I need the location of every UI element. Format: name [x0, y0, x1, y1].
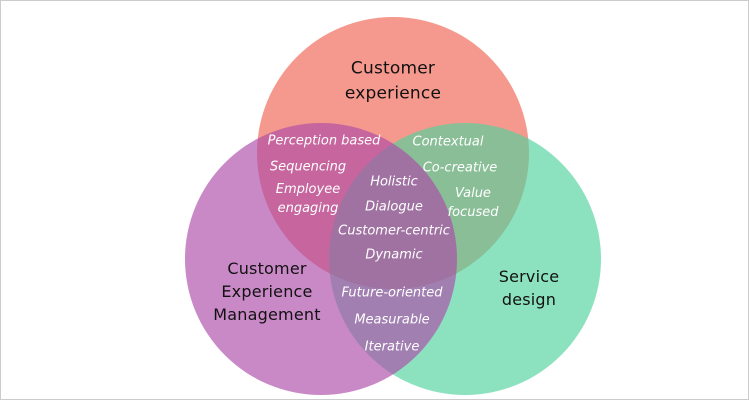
title-customer-experience-management: Customer Experience Management	[213, 259, 321, 325]
title-customer-experience: Customer experience	[344, 58, 442, 103]
item-perception-based: Perception based	[267, 133, 381, 149]
item-iterative: Iterative	[364, 339, 420, 355]
item-customer-centric: Customer-centric	[338, 223, 450, 239]
item-dialogue: Dialogue	[365, 199, 423, 215]
item-measurable: Measurable	[354, 312, 430, 328]
item-employee-engaging: Employee engaging	[275, 182, 341, 216]
item-value-focused: Value focused	[447, 186, 499, 220]
title-service-design: Service design	[498, 266, 560, 309]
item-future-oriented: Future-oriented	[341, 285, 443, 301]
item-co-creative: Co-creative	[422, 160, 498, 176]
item-holistic: Holistic	[370, 174, 418, 190]
item-contextual: Contextual	[412, 134, 484, 150]
item-dynamic: Dynamic	[365, 247, 423, 263]
circle-customer-experience-management	[185, 123, 457, 395]
item-sequencing: Sequencing	[269, 159, 347, 175]
